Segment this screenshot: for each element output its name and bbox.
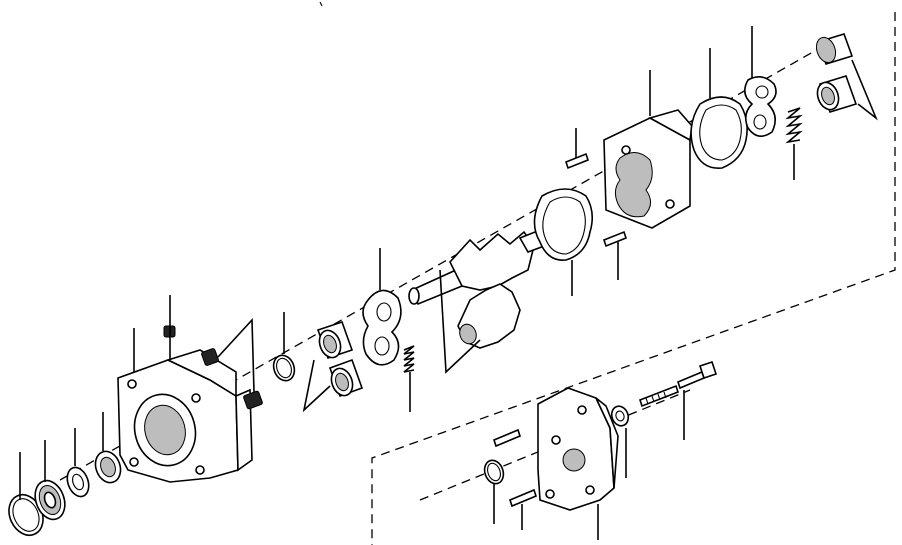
wear-plate-rear xyxy=(744,26,777,137)
cover-dowel-pin-upper xyxy=(493,428,521,448)
threaded-stud xyxy=(639,384,679,408)
cap-screw-bolt xyxy=(677,360,718,440)
drive-gear-shaft xyxy=(408,220,568,306)
assembly-dashed-outline xyxy=(371,12,896,545)
rear-cover-plate xyxy=(537,387,619,540)
spring-seal-front xyxy=(403,345,415,412)
pipe-plug-lower xyxy=(217,318,263,410)
assembly-axis-lower xyxy=(419,389,691,501)
needle-bearing-rear-upper xyxy=(815,33,854,65)
gear-body-housing xyxy=(603,70,693,229)
cover-dowel-pin-lower xyxy=(509,488,537,530)
cover-o-ring xyxy=(483,459,505,524)
needle-bearing-lower xyxy=(302,358,364,413)
set-screw-top xyxy=(163,295,176,360)
needle-bearing-upper xyxy=(316,320,354,360)
spring-seal-rear xyxy=(785,107,803,180)
ball-bearing xyxy=(34,440,66,521)
dowel-pin-lower xyxy=(603,230,627,280)
top-reference-mark xyxy=(319,1,323,7)
mounting-flange-housing xyxy=(117,328,253,483)
thrust-washer xyxy=(66,428,90,498)
shaft-seal xyxy=(94,412,122,484)
wear-plate-front xyxy=(362,248,402,366)
cap-screw-washer xyxy=(610,405,630,478)
dowel-pin-upper xyxy=(565,128,589,170)
body-gasket-front xyxy=(533,188,594,296)
driven-gear xyxy=(439,269,521,374)
pipe-plug-upper xyxy=(201,348,219,366)
needle-bearing-rear-lower xyxy=(816,59,878,121)
o-ring-left xyxy=(272,312,296,382)
body-gasket-rear xyxy=(690,48,748,169)
